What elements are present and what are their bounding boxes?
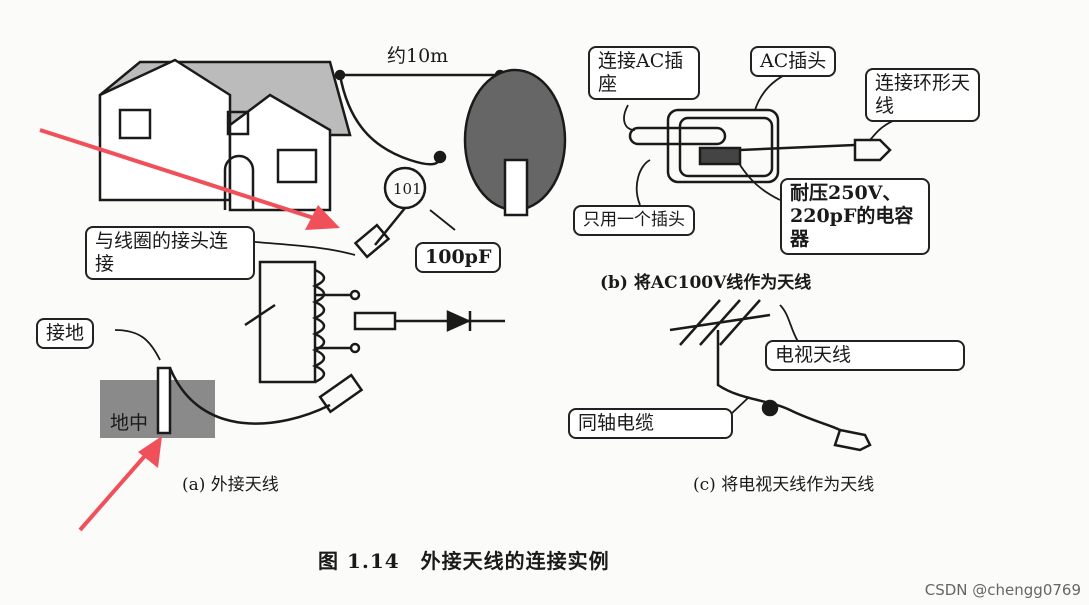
caption-c: (c) 将电视天线作为天线: [693, 475, 875, 495]
capacitor-code: 101: [393, 180, 422, 198]
underground-label: 地中: [110, 412, 149, 434]
coil-joint-label: 与线圈的接头连接: [85, 226, 255, 280]
caption-a: (a) 外接天线: [182, 475, 279, 495]
tree-icon: [463, 68, 567, 217]
caption-b: (b) 将AC100V线作为天线: [600, 273, 812, 293]
capacitor-value-label: 100pF: [415, 242, 502, 273]
coax-label: 同轴电缆: [568, 408, 733, 439]
house-icon: [98, 58, 352, 212]
tv-antenna-label: 电视天线: [765, 340, 965, 371]
distance-label: 约10m: [383, 45, 453, 67]
watermark: CSDN @chengg0769: [924, 581, 1081, 599]
one-plug-label: 只用一个插头: [573, 205, 695, 236]
ac-socket-label: 连接AC插座: [588, 46, 700, 100]
ac-plug-label: AC插头: [750, 46, 837, 77]
loop-antenna-label: 连接环形天线: [865, 68, 980, 122]
figure-title: 图 1.14 外接天线的连接实例: [318, 549, 610, 573]
capacitor-spec-label: 耐压250V、220pF的电容器: [780, 178, 930, 255]
ground-label: 接地: [36, 318, 95, 349]
red-arrow-icon: [39, 128, 340, 532]
